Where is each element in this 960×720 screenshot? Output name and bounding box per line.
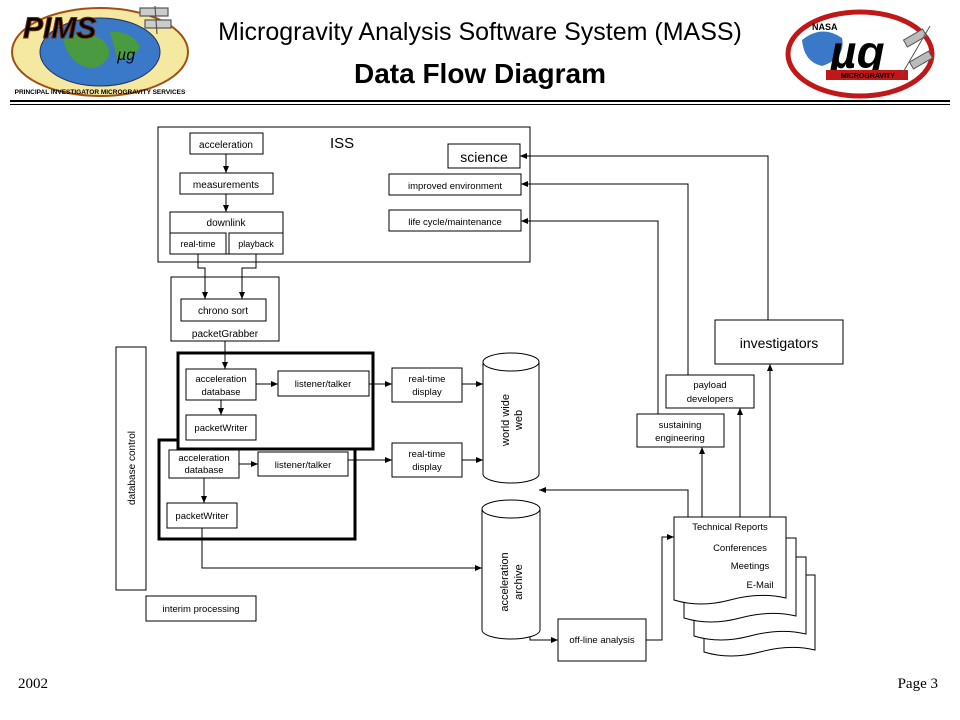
footer-year: 2002: [18, 676, 48, 692]
header-rule-thin: [10, 104, 950, 105]
acc-db-1-label: acceleration: [195, 374, 246, 385]
packet-grabber-label: packetGrabber: [192, 329, 259, 340]
interim-processing-box: [145, 595, 257, 622]
diagram-label: investigators: [740, 335, 819, 351]
page-title: Microgravity Analysis Software System (M…: [218, 18, 742, 46]
chrono-sort-box: [180, 298, 267, 322]
sustaining-engineering-box: [636, 413, 725, 448]
rt-display-2: [391, 442, 463, 478]
acceleration-archive-cylinder: acceleration archive: [481, 499, 541, 640]
diagram-label: developers: [687, 394, 734, 405]
diagram-label: real-time: [409, 374, 446, 385]
nasa-text: NASA: [812, 22, 838, 32]
payload-developers-box: [665, 374, 755, 409]
diagram-label: acceleration: [199, 140, 253, 151]
listener-talker-1: listener/talker: [295, 379, 352, 390]
database-control-box: [115, 346, 147, 591]
diagram-label: world wide: [500, 394, 512, 447]
packet-writer-2: packetWriter: [175, 511, 228, 522]
packet-writer-1: packetWriter: [194, 423, 247, 434]
header-rule: [10, 100, 950, 102]
conferences-label: Conferences: [713, 543, 767, 554]
diagram-label: improved environment: [408, 181, 502, 192]
pims-logo-text: PIMS: [23, 12, 96, 45]
space-station-icon: [901, 25, 934, 75]
pims-logo: PIMS µg PRINCIPAL INVESTIGATOR MICROGRAV…: [11, 5, 189, 97]
flow-arrows: [197, 153, 773, 643]
report-stack: [673, 516, 816, 657]
meetings-label: Meetings: [731, 561, 770, 572]
diagram-label: display: [412, 462, 442, 473]
space-station-icon: [139, 5, 172, 35]
diagram-label: real-time: [409, 449, 446, 460]
iss-label: ISS: [330, 135, 354, 152]
diagram-label: life cycle/maintenance: [408, 217, 501, 228]
diagram-label: real-time: [180, 239, 215, 249]
pims-logo-mu-g: µg: [116, 47, 135, 64]
diagram-label: web: [513, 410, 525, 431]
technical-reports-label: Technical Reports: [692, 522, 768, 533]
microgravity-logo: NASA µg MICROGRAVITY: [785, 9, 935, 99]
email-label: E-Mail: [747, 580, 774, 591]
diagram-label: payload: [693, 380, 726, 391]
diagram-label: measurements: [193, 180, 259, 191]
diagram-label: science: [460, 149, 508, 165]
slide-header: PIMS µg PRINCIPAL INVESTIGATOR MICROGRAV…: [0, 0, 960, 110]
listener-talker-2: listener/talker: [275, 460, 332, 471]
science-box: [447, 143, 521, 169]
microgravity-logo-mu-g: µg: [828, 26, 885, 78]
world-wide-web-cylinder: world wide web: [482, 352, 540, 484]
investigators-box: [714, 319, 844, 365]
diagram-label: display: [412, 387, 442, 398]
diagram-label: chrono sort: [198, 306, 248, 317]
diagram-label: interim processing: [162, 604, 239, 615]
diagram-label: playback: [238, 239, 274, 249]
acc-db-2-label: acceleration: [178, 453, 229, 464]
pims-logo-ring-text: PRINCIPAL INVESTIGATOR MICROGRAVITY SERV…: [15, 89, 186, 96]
diagram-label: sustaining: [659, 420, 702, 431]
diagram-label: database: [184, 465, 223, 476]
diagram-label: off-line analysis: [569, 635, 635, 646]
diagram-label: database control: [127, 431, 138, 505]
diagram-label: archive: [513, 564, 525, 599]
diagram-label: engineering: [655, 433, 705, 444]
microgravity-band-text: MICROGRAVITY: [841, 73, 895, 80]
diagram-label: downlink: [207, 218, 247, 229]
page-subtitle: Data Flow Diagram: [353, 58, 607, 89]
diagram-label: database: [201, 387, 240, 398]
footer-page-number: Page 3: [897, 676, 938, 692]
rt-display-1: [391, 367, 463, 403]
diagram-label: acceleration: [499, 552, 511, 611]
